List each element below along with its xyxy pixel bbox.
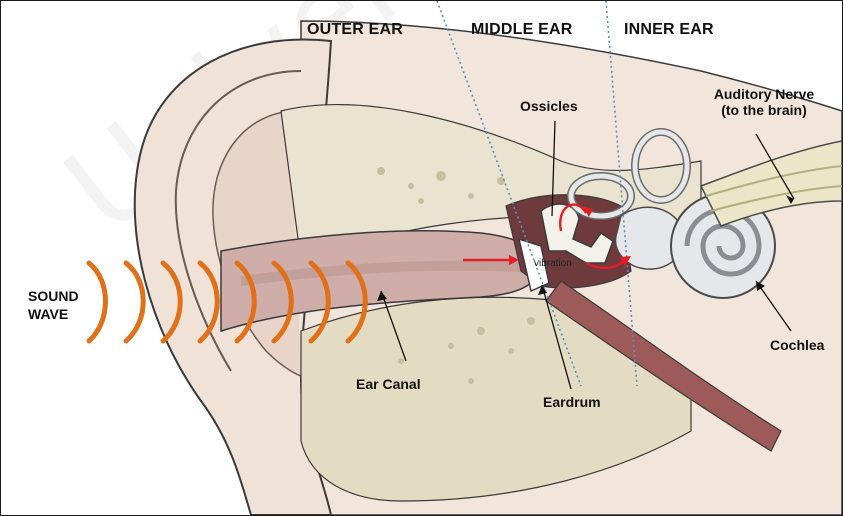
auditory-nerve-line1: Auditory Nerve [699,86,829,102]
ear-canal-label: Ear Canal [356,376,421,392]
sound-wave-label-line1: SOUND [28,288,79,304]
inner-ear-label: INNER EAR [624,21,714,39]
cochlea-label: Cochlea [770,337,824,353]
auditory-nerve-label: Auditory Nerve (to the brain) [699,86,829,118]
ossicles-label: Ossicles [520,98,578,114]
middle-ear-label: MIDDLE EAR [471,21,573,39]
vibration-label: vibration [534,258,572,270]
eardrum-label: Eardrum [543,394,601,410]
sound-wave-label-line2: WAVE [28,306,68,322]
auditory-nerve-line2: (to the brain) [699,102,829,118]
outer-ear-label: OUTER EAR [307,21,403,39]
